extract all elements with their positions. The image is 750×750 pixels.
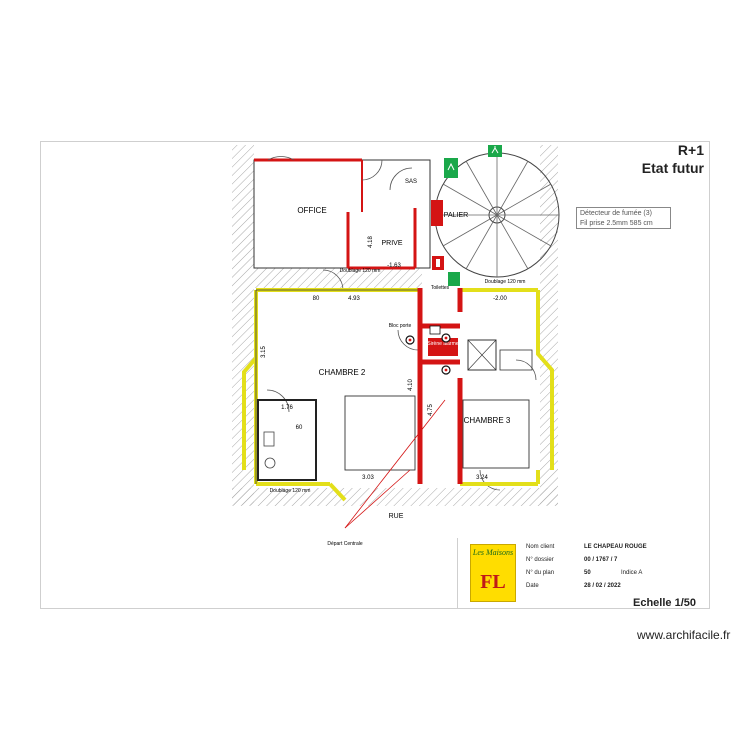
drawing-title: R+1 Etat futur	[642, 141, 704, 177]
door-arcs	[266, 156, 537, 491]
bed-chambre-2	[344, 395, 416, 471]
room-label-sas: SAS	[405, 179, 417, 185]
dim-label: 60	[296, 425, 303, 431]
exit-sign-icon	[448, 272, 460, 286]
fire-extinguisher-icon	[432, 256, 444, 270]
room-label-palier: PALIER	[444, 212, 468, 219]
fire-walls-center	[417, 288, 463, 484]
tb-value: 00 / 1767 / 7	[584, 557, 618, 563]
drawing-sheet	[40, 141, 710, 609]
dim-label: 1.76	[281, 405, 293, 411]
company-logo: Les Maisons FL	[470, 544, 516, 602]
dim-label: 4.18	[368, 236, 374, 248]
note-depart-centrale: Départ Centrale	[327, 541, 363, 547]
tb-label: Date	[526, 583, 539, 589]
alarm-button-icon	[429, 325, 441, 335]
exit-sign-icon	[488, 145, 502, 157]
tb-value: LE CHAPEAU ROUGE	[584, 544, 647, 550]
siren-alarm-sign	[428, 338, 458, 356]
tb-label: Nom client	[526, 544, 555, 550]
spiral-staircase	[434, 152, 560, 278]
dim-label: 3.24	[476, 475, 488, 481]
note-doublage: Doublage 120 mm	[485, 279, 526, 285]
shower-box	[467, 339, 497, 371]
dim-label: 3.15	[261, 346, 267, 358]
tb-label: N° dossier	[526, 557, 554, 563]
dim-label: 4.10	[408, 379, 414, 391]
smoke-detector-icon	[405, 335, 415, 345]
legend-line-1: Détecteur de fumée (3)	[580, 210, 652, 217]
legend-box: Détecteur de fumée (3) Fil prise 2.5mm 5…	[576, 207, 671, 229]
smoke-detector-icon	[441, 365, 451, 375]
office-outline	[253, 159, 431, 269]
dim-label: -1.63	[387, 263, 401, 269]
state-label: Etat futur	[641, 160, 704, 176]
exit-sign-icon	[444, 158, 458, 178]
dim-label: 3.03	[362, 475, 374, 481]
insulation-chambre-3	[460, 288, 554, 486]
bed-chambre-3	[462, 399, 530, 469]
logo-text-2: FL	[480, 571, 506, 593]
room-label-chambre-3: CHAMBRE 3	[464, 416, 511, 425]
tb-label: N° du plan	[526, 570, 555, 576]
legend-line-2: Fil prise 2.5mm 585 cm	[580, 220, 653, 227]
scale-label: Echelle 1/50	[633, 597, 696, 609]
tb-value-indice: Indice A	[621, 570, 643, 576]
dim-label: -2.00	[493, 296, 507, 302]
logo-text-1: Les Maisons	[472, 548, 514, 557]
level-label: R+1	[677, 142, 704, 158]
note-doublage: Doublage 120 mm	[340, 268, 381, 274]
room-label-chambre-2: CHAMBRE 2	[319, 368, 366, 377]
note-doublage: Doublage 120 mm	[270, 488, 311, 494]
tb-value: 28 / 02 / 2022	[584, 583, 621, 589]
hatched-wall-left	[232, 145, 254, 505]
room-label-prive: PRIVE	[381, 240, 402, 247]
siren-alarm-text-2: Sirène	[443, 207, 448, 219]
siren-sign-palier	[431, 200, 443, 226]
hatched-wall-right	[540, 145, 558, 505]
note-toilettes: Toilettes	[431, 285, 450, 291]
siren-alarm-text-1: Sirène alarme	[427, 341, 458, 347]
washbasin	[263, 431, 275, 447]
dim-label: 4.75	[428, 404, 434, 416]
note-bloc-porte: Bloc porte	[389, 323, 412, 329]
leader-lines	[344, 399, 446, 529]
footer-url: www.archifacile.fr	[637, 628, 731, 642]
dim-label: 4.93	[348, 296, 360, 302]
room-label-rue: RUE	[389, 513, 404, 520]
smoke-detector-icon	[441, 333, 451, 343]
hatched-wall-bottom	[232, 488, 558, 506]
wc-box	[499, 349, 533, 371]
toilet-fixture	[264, 457, 276, 469]
bathroom-chambre-2	[257, 399, 317, 481]
room-label-office: OFFICE	[297, 206, 326, 215]
hatched-wall-mid	[254, 268, 422, 288]
dim-label: 80	[313, 296, 320, 302]
title-block: Nom client LE CHAPEAU ROUGE N° dossier 0…	[457, 538, 711, 609]
tb-value: 50	[584, 570, 591, 576]
